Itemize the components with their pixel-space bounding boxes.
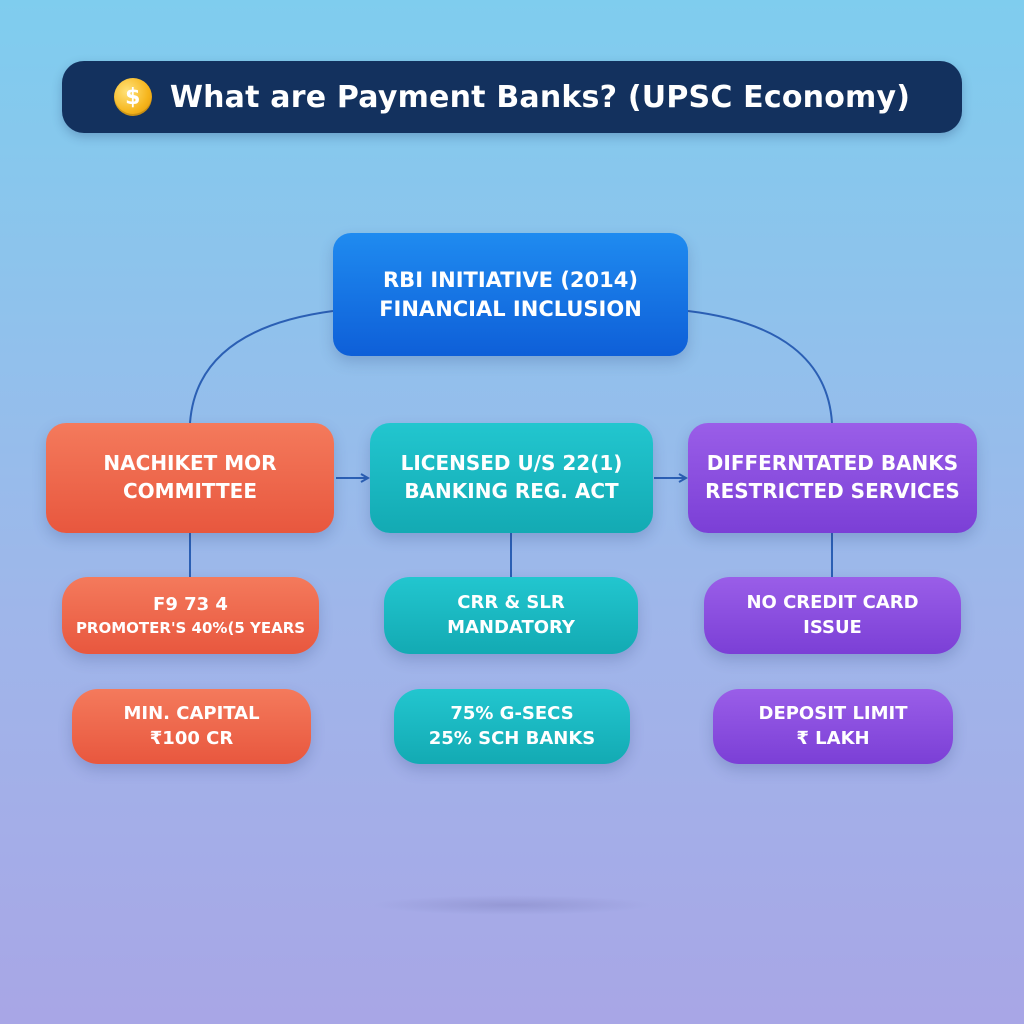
root-line-1: RBI INITIATIVE (2014)	[383, 267, 638, 292]
page-title: What are Payment Banks? (UPSC Economy)	[169, 79, 911, 115]
leaf-line-2: ₹ LAKH	[796, 727, 870, 749]
leaf-line-2: MANDATORY	[447, 616, 575, 638]
leaf-line-1: MIN. CAPITAL	[123, 702, 260, 724]
leaf-min-capital: MIN. CAPITAL ₹100 CR	[72, 689, 311, 764]
leaf-line-2: 25% SCH BANKS	[428, 727, 596, 749]
leaf-line-1: F9 73 4	[153, 593, 228, 615]
node-nachiket-mor-committee: NACHIKET MOR COMMITTEE	[46, 423, 334, 533]
node-differentiated-banks: DIFFERNTATED BANKS RESTRICTED SERVICES	[688, 423, 977, 533]
root-node-rbi-initiative: RBI INITIATIVE (2014) FINANCIAL INCLUSIO…	[333, 233, 688, 356]
leaf-line-1: 75% G-SECS	[450, 702, 574, 724]
node-licensed-banking-act: LICENSED U/S 22(1) BANKING REG. ACT	[370, 423, 653, 533]
node-line-1: NACHIKET MOR	[103, 451, 277, 476]
connector-root-left	[189, 310, 334, 424]
root-line-2: FINANCIAL INCLUSION	[379, 296, 642, 321]
leaf-gsecs-allocation: 75% G-SECS 25% SCH BANKS	[394, 689, 630, 764]
node-line-2: COMMITTEE	[123, 479, 257, 503]
leaf-line-2: ISSUE	[803, 616, 862, 638]
leaf-line-2: PROMOTER'S 40%(5 YEARS	[75, 618, 306, 637]
leaf-deposit-limit: DEPOSIT LIMIT ₹ LAKH	[713, 689, 953, 764]
node-line-1: DIFFERNTATED BANKS	[706, 451, 959, 476]
leaf-line-1: NO CREDIT CARD	[746, 591, 919, 613]
connector-root-right	[687, 310, 833, 424]
node-line-1: LICENSED U/S 22(1)	[400, 451, 623, 476]
leaf-no-credit-card: NO CREDIT CARD ISSUE	[704, 577, 961, 654]
ground-shadow	[372, 895, 652, 915]
dollar-coin-icon: $	[113, 78, 152, 116]
leaf-line-1: DEPOSIT LIMIT	[758, 702, 908, 724]
leaf-promoter-stake: F9 73 4 PROMOTER'S 40%(5 YEARS	[62, 577, 319, 654]
node-line-2: RESTRICTED SERVICES	[705, 479, 960, 503]
node-line-2: BANKING REG. ACT	[404, 479, 619, 503]
leaf-line-2: ₹100 CR	[149, 727, 234, 749]
leaf-line-1: CRR & SLR	[457, 591, 565, 613]
leaf-crr-slr: CRR & SLR MANDATORY	[384, 577, 638, 654]
title-bar: $ What are Payment Banks? (UPSC Economy)	[62, 61, 962, 133]
